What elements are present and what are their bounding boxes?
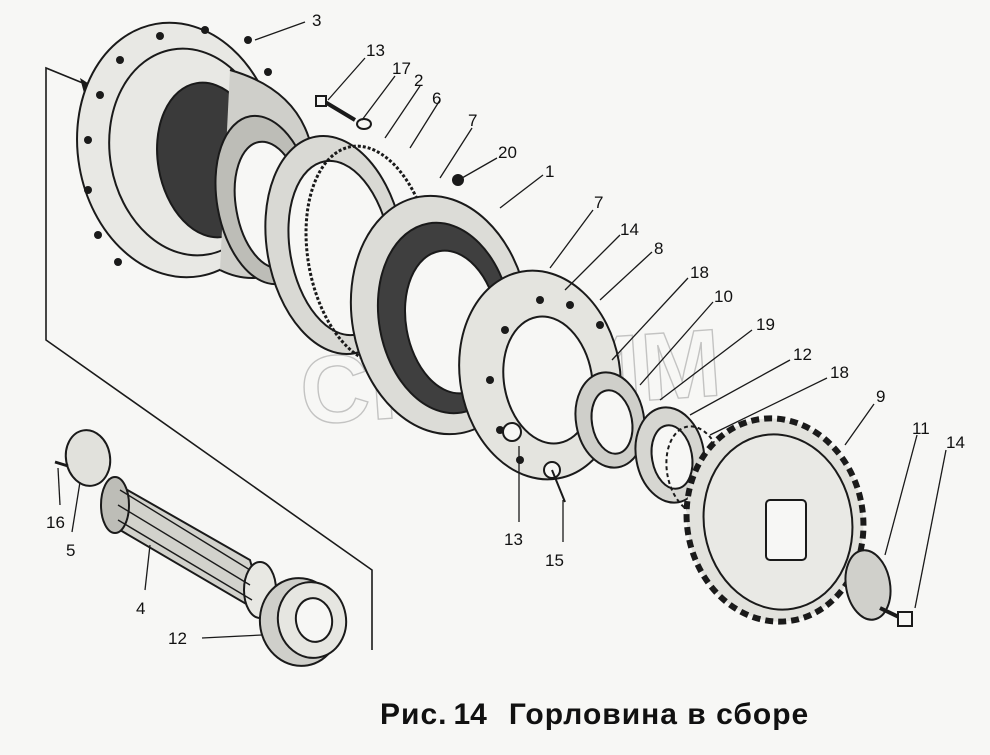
callout-12: 12 (793, 345, 812, 364)
callout-14: 14 (620, 220, 639, 239)
gear-part-9 (683, 415, 867, 625)
callout-11: 11 (912, 419, 930, 438)
callout-19: 19 (756, 315, 775, 334)
callout-3: 3 (312, 11, 321, 30)
small-bearing-parts-10-12-18-19 (574, 371, 725, 515)
shaft-bearing-part-12 (258, 577, 348, 667)
washer-part-11 (844, 549, 913, 627)
callout-13: 13 (366, 41, 385, 60)
callout-1: 1 (545, 162, 554, 181)
callout-5: 5 (66, 541, 75, 560)
callout-labels: 3 13 17 2 6 7 20 1 7 14 8 18 10 19 12 18… (46, 11, 965, 648)
callout-7: 7 (594, 193, 603, 212)
callout-17: 17 (392, 59, 411, 78)
callout-4: 4 (136, 599, 145, 618)
callout-15: 15 (545, 551, 564, 570)
figure-caption: Рис.14 Горловина в сборе (380, 698, 809, 732)
callout-9: 9 (876, 387, 885, 406)
plate-part-5 (54, 429, 112, 487)
caption-title: Горловина в сборе (508, 698, 810, 731)
callout-18: 18 (690, 263, 709, 282)
caption-prefix: Рис. (380, 698, 448, 731)
callout-14: 14 (946, 433, 965, 452)
callout-18: 18 (830, 363, 849, 382)
callout-16: 16 (46, 513, 65, 532)
callout-6: 6 (432, 89, 441, 108)
caption-number: 14 (453, 698, 487, 731)
callout-13: 13 (504, 530, 523, 549)
callout-10: 10 (714, 287, 733, 306)
bolt-part-13 (315, 95, 372, 130)
leader-lines (57, 21, 947, 639)
callout-2: 2 (414, 71, 423, 90)
callout-12: 12 (168, 629, 187, 648)
callout-7: 7 (468, 111, 477, 130)
splined-shaft-part-4 (100, 476, 277, 619)
callout-20: 20 (498, 143, 517, 162)
callout-8: 8 (654, 239, 663, 258)
